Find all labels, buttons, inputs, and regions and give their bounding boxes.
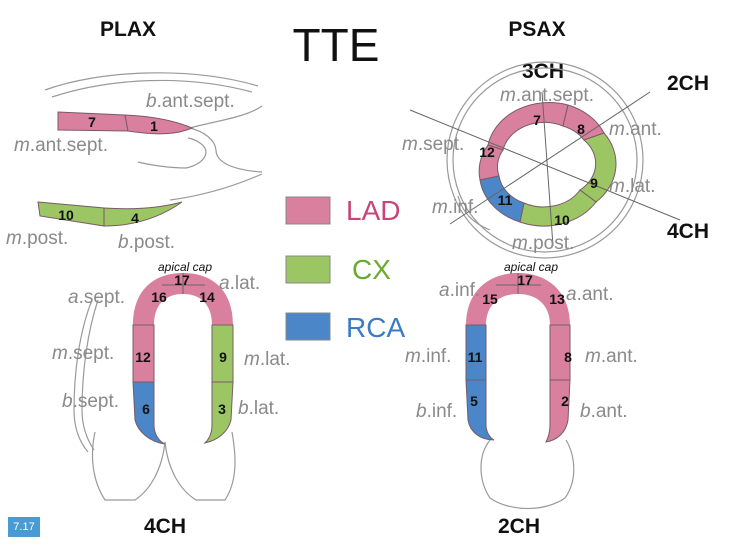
plax-header: PLAX bbox=[100, 18, 156, 41]
ch4-rv-outline-inner bbox=[81, 299, 99, 451]
ch4-apical-cap-label: apical cap bbox=[158, 260, 212, 274]
plax-label-mid-anteroseptal: m.ant.sept. bbox=[14, 135, 108, 156]
ch4-label-basal-lateral: b.lat. bbox=[238, 398, 279, 419]
psax-label-mid-septal: m.sept. bbox=[402, 134, 464, 155]
ch4-segment-9-number: 9 bbox=[219, 349, 227, 365]
psax-4ch-axis-label: 4CH bbox=[667, 220, 709, 243]
apical-4ch-view: apical cap 17 16 14 12 9 6 3 a.sept. a.l… bbox=[52, 260, 290, 538]
plax-label-basal-posterior: b.post. bbox=[118, 232, 175, 253]
psax-segment-11-number: 11 bbox=[498, 192, 513, 208]
psax-3ch-axis-label: 3CH bbox=[522, 60, 564, 83]
plax-outer-arc bbox=[44, 72, 259, 91]
plax-outer-arc-inner bbox=[51, 79, 253, 98]
ch4-segment-17-number: 17 bbox=[174, 272, 190, 288]
ch2-segment-2-number: 2 bbox=[561, 393, 569, 409]
legend-swatch-rca bbox=[285, 312, 331, 341]
psax-label-mid-inferior: m.inf. bbox=[432, 197, 478, 218]
ch2-label-basal-anterior: b.ant. bbox=[580, 401, 628, 422]
diagram-title: TTE bbox=[293, 19, 380, 71]
ch2-left-atrium-outline bbox=[480, 439, 575, 510]
plax-segment-10-number: 10 bbox=[58, 207, 74, 223]
ch2-apical-cap-wall bbox=[466, 273, 570, 325]
legend: LAD CX RCA bbox=[285, 195, 405, 343]
ch4-right-atrium-outline bbox=[164, 431, 236, 501]
legend-label-cx: CX bbox=[352, 254, 391, 285]
psax-segment-8-number: 8 bbox=[577, 121, 585, 137]
ch2-segment-8-number: 8 bbox=[564, 349, 572, 365]
ch2-label-mid-inferior: m.inf. bbox=[405, 346, 451, 367]
plax-segment-1-number: 1 bbox=[150, 118, 158, 134]
plax-aorta-lower bbox=[189, 127, 263, 173]
psax-segment-7-wall bbox=[487, 101, 569, 151]
ch4-label-apical-septal: a.sept. bbox=[68, 287, 125, 308]
psax-segment-11-wall bbox=[479, 175, 525, 223]
ch2-label-apical-anterior: a.ant. bbox=[566, 284, 614, 305]
psax-2ch-axis-line bbox=[449, 91, 651, 225]
plax-segment-1-wall bbox=[124, 114, 194, 135]
psax-label-mid-anteroseptal: m.ant.sept. bbox=[500, 85, 594, 106]
ch4-label-apical-lateral: a.lat. bbox=[219, 273, 260, 294]
ch4-segment-16-number: 16 bbox=[151, 289, 167, 305]
ch4-segment-6-number: 6 bbox=[142, 401, 150, 417]
ch4-segment-3-number: 3 bbox=[218, 401, 226, 417]
psax-3ch-axis-line bbox=[541, 91, 554, 247]
ch4-left-atrium-outline bbox=[91, 431, 166, 501]
ch4-label-basal-septal: b.sept. bbox=[62, 391, 119, 412]
ch4-segment-14-number: 14 bbox=[199, 289, 215, 305]
ch2-segment-5-wall bbox=[465, 379, 495, 441]
legend-swatch-cx bbox=[285, 255, 331, 284]
psax-header: PSAX bbox=[508, 18, 565, 41]
figure-number-badge: 7.17 bbox=[8, 517, 40, 537]
ch4-segment-6-wall bbox=[132, 381, 166, 445]
ch2-segment-13-number: 13 bbox=[549, 291, 565, 307]
ch2-label-basal-inferior: b.inf. bbox=[416, 401, 457, 422]
psax-segment-12-number: 12 bbox=[479, 144, 495, 160]
psax-rv-wall-curve bbox=[457, 195, 491, 231]
ch4-label-mid-septal: m.sept. bbox=[52, 343, 114, 364]
ch2-segment-11-number: 11 bbox=[468, 349, 483, 365]
psax-label-mid-anterior: m.ant. bbox=[609, 119, 662, 140]
psax-segment-10-number: 10 bbox=[554, 212, 570, 228]
apical-2ch-view: apical cap 17 15 13 11 8 5 2 a.inf. a.an… bbox=[405, 260, 638, 538]
ch2-segment-2-wall bbox=[545, 379, 571, 443]
ch2-segment-17-number: 17 bbox=[517, 272, 533, 288]
psax-4ch-axis-line bbox=[409, 109, 681, 221]
ch2-apical-cap-label: apical cap bbox=[504, 260, 558, 274]
ch4-label-mid-lateral: m.lat. bbox=[244, 349, 290, 370]
psax-segment-9-number: 9 bbox=[590, 175, 598, 191]
plax-aortic-wall-top bbox=[189, 105, 263, 129]
plax-label-basal-anteroseptal: b.ant.sept. bbox=[146, 91, 235, 112]
legend-label-rca: RCA bbox=[346, 312, 405, 343]
psax-label-mid-posterior: m.post. bbox=[512, 233, 574, 254]
ch4-view-caption: 4CH bbox=[144, 515, 186, 538]
plax-segment-4-number: 4 bbox=[131, 210, 139, 226]
ch4-rv-outline bbox=[73, 299, 93, 453]
legend-label-lad: LAD bbox=[346, 195, 400, 226]
plax-label-mid-posterior: m.post. bbox=[6, 228, 68, 249]
psax-segment-7-number: 7 bbox=[533, 112, 541, 128]
plax-aortic-root bbox=[137, 137, 207, 169]
psax-label-mid-lateral: m.lat. bbox=[609, 176, 655, 197]
plax-segment-7-number: 7 bbox=[88, 114, 96, 130]
ch2-segment-5-number: 5 bbox=[470, 393, 478, 409]
ch4-apical-cap-wall bbox=[133, 273, 233, 325]
ch4-segment-3-wall bbox=[203, 381, 234, 444]
plax-view: 7 1 10 4 b.ant.sept. m.ant.sept. m.post.… bbox=[6, 72, 263, 253]
plax-segment-4-wall bbox=[103, 201, 183, 227]
ch2-label-apical-inferior: a.inf. bbox=[439, 280, 480, 301]
legend-swatch-lad bbox=[285, 196, 331, 225]
ch2-label-mid-anterior: m.ant. bbox=[585, 346, 638, 367]
psax-pericardium-outline bbox=[446, 61, 644, 259]
psax-rv-outline bbox=[452, 67, 638, 253]
plax-posterior-wall-line bbox=[169, 173, 263, 201]
psax-view: 7 8 12 9 11 10 m.ant.sept. m.ant. m.sept… bbox=[402, 61, 681, 259]
ch2-segment-15-number: 15 bbox=[482, 291, 498, 307]
ch4-segment-12-number: 12 bbox=[135, 349, 151, 365]
ch2-view-caption: 2CH bbox=[498, 515, 540, 538]
psax-2ch-axis-label: 2CH bbox=[667, 72, 709, 95]
